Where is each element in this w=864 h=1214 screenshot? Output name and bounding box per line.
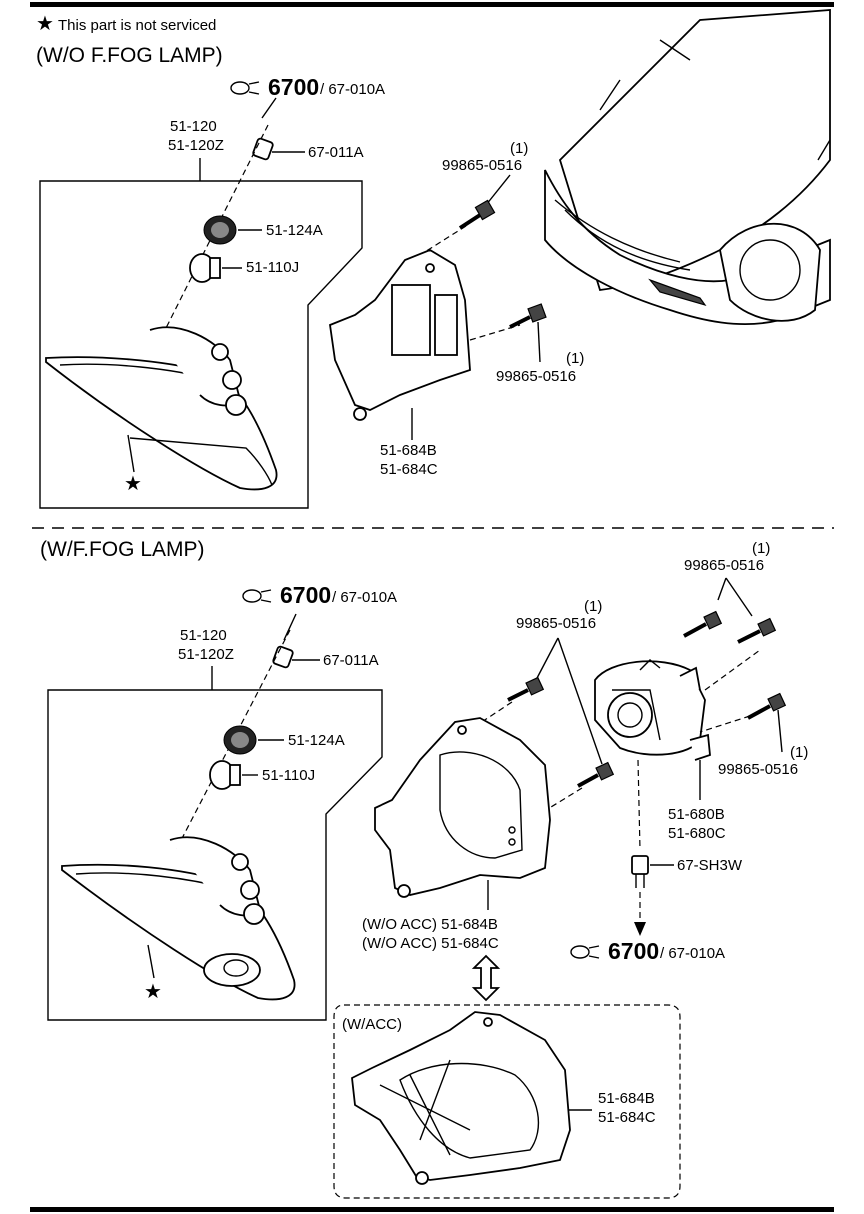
screw-right-mid-qty: (1) (790, 744, 808, 761)
star-mark-bottom: ★ (144, 981, 162, 1003)
screw-mid-qty: (1) (566, 350, 584, 367)
fog-bulb-67-sh3w (631, 855, 649, 888)
fog-lamp-unit (594, 659, 711, 761)
small-bulb (252, 137, 274, 161)
acc-bracket-label-1: 51-684B (598, 1090, 655, 1107)
screw-right-top-qty: (1) (752, 540, 770, 557)
bulb-ref-sub: / 67-010A (320, 81, 385, 98)
acc-bracket (351, 1011, 571, 1185)
screw-left-top-part: 99865-0516 (516, 615, 596, 632)
section-title-without-fog: (W/O F.FOG LAMP) (36, 44, 223, 67)
socket-51-124a-bottom (223, 725, 257, 755)
section-title-with-fog: (W/F.FOG LAMP) (40, 538, 205, 561)
screw-right-top-part: 99865-0516 (684, 557, 764, 574)
bulb-ref-sub-bottom: / 67-010A (332, 589, 397, 606)
bulb-ref-icon-bottom (242, 589, 272, 603)
fog-lamp-label-1: 51-680B (668, 806, 725, 823)
fog-lamp-label-2: 51-680C (668, 825, 726, 842)
screw-mid (509, 303, 547, 329)
bracket-top-label-1: 51-684B (380, 442, 437, 459)
screw-top-part: 99865-0516 (442, 157, 522, 174)
screw-right-top-b (737, 617, 777, 644)
assembly-label-2: 51-120Z (168, 137, 224, 154)
bezel-label-2: (W/O ACC) 51-684C (362, 935, 499, 952)
headlamp-unit (45, 326, 278, 491)
assembly-label-1: 51-120 (170, 118, 217, 135)
headlamp-box-top (39, 180, 363, 509)
screw-right-mid (747, 692, 787, 720)
star-symbol: ★ (36, 13, 54, 35)
assembly-label-bottom-2: 51-120Z (178, 646, 234, 663)
bulb-ref-icon (230, 81, 260, 95)
star-mark-top: ★ (124, 473, 142, 495)
socket-label: 51-124A (266, 222, 323, 239)
acc-box (333, 1004, 681, 1199)
fog-bulb-ref-sub: / 67-010A (660, 945, 725, 962)
lamp-label-bottom: 51-110J (262, 767, 315, 784)
lamp-51-110j-bottom (209, 760, 241, 790)
alternative-arrow (471, 954, 501, 1002)
top-border (30, 2, 834, 7)
screw-mid-part: 99865-0516 (496, 368, 576, 385)
fog-bezel-bracket (374, 717, 551, 898)
socket-label-bottom: 51-124A (288, 732, 345, 749)
bulb-label: 67-011A (308, 144, 364, 161)
acc-bracket-label-2: 51-684C (598, 1109, 656, 1126)
screw-right-top-a (683, 610, 723, 638)
bracket-51-684b-top (329, 248, 471, 421)
socket-51-124a (203, 215, 237, 245)
screw-top-qty: (1) (510, 140, 528, 157)
bulb-label-bottom: 67-011A (323, 652, 379, 669)
lamp-51-110j (189, 253, 221, 283)
bezel-label-1: (W/O ACC) 51-684B (362, 916, 498, 933)
bracket-top-label-2: 51-684C (380, 461, 438, 478)
bulb-ref-code: 6700 (268, 74, 319, 100)
not-serviced-note: This part is not serviced (58, 17, 216, 34)
fog-bulb-label: 67-SH3W (677, 857, 743, 874)
bottom-border (30, 1207, 834, 1212)
fog-bulb-ref-icon (570, 945, 600, 959)
lamp-label: 51-110J (246, 259, 299, 276)
screw-left-top-qty: (1) (584, 598, 602, 615)
screw-left-top (507, 676, 545, 702)
car-front-illustration (544, 9, 831, 326)
screw-right-mid-part: 99865-0516 (718, 761, 798, 778)
fog-bulb-ref-code: 6700 (608, 938, 659, 964)
bulb-ref-code-bottom: 6700 (280, 582, 331, 608)
assembly-label-bottom-1: 51-120 (180, 627, 227, 644)
screw-left-bottom (577, 761, 615, 788)
headlamp-unit-bottom (61, 836, 296, 1001)
headlamp-box-bottom (47, 689, 383, 1021)
acc-box-title: (W/ACC) (342, 1016, 402, 1033)
screw-top (458, 199, 496, 230)
